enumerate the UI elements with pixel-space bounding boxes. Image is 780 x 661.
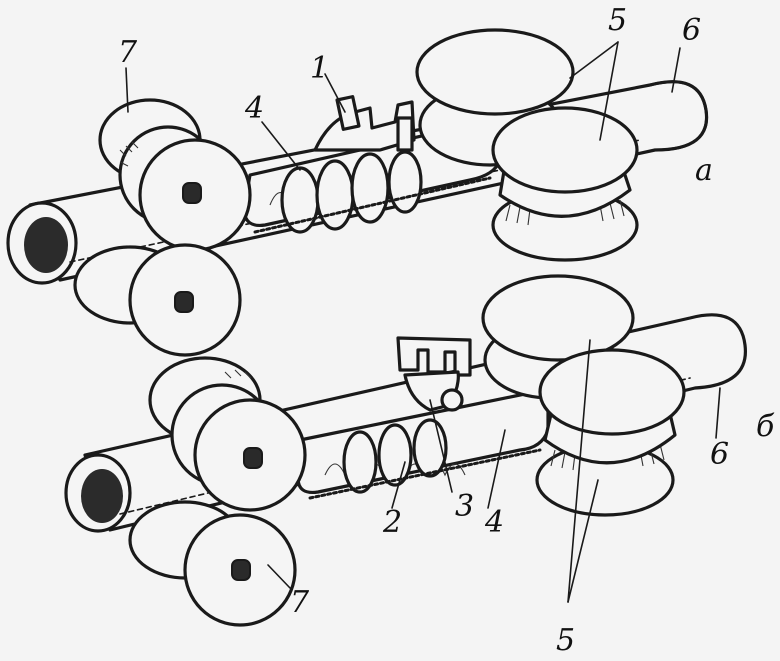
assembly-b <box>64 274 747 627</box>
label-part-7-bottom: 7 <box>290 585 310 620</box>
label-part-4-top: 4 <box>244 91 264 126</box>
label-part-1: 1 <box>310 51 329 86</box>
roller-bottom-7-lower <box>128 500 297 627</box>
label-part-3: 3 <box>455 489 474 524</box>
label-part-5-top: 5 <box>608 3 627 38</box>
tool-holder-top <box>313 95 416 152</box>
label-part-4-bottom: 4 <box>484 505 504 540</box>
label-view-a: а <box>695 153 713 188</box>
roller-top-7-lower <box>73 243 242 357</box>
axle-top-lower <box>174 291 194 313</box>
axle-bottom-upper <box>243 447 263 469</box>
roller-top-5-front <box>491 106 639 262</box>
roller-top-7-upper <box>98 98 252 252</box>
pipe-bottom-bore <box>81 469 123 523</box>
assembly-a <box>6 28 709 357</box>
roller-bottom-5-front <box>535 348 686 517</box>
label-part-2: 2 <box>382 505 402 540</box>
label-view-b: б <box>756 409 775 444</box>
comb-tool-bottom <box>396 336 472 412</box>
label-part-5-bottom: 5 <box>556 623 575 658</box>
part-labels: 1 4 7 5 6 а 2 3 4 6 б 7 5 <box>118 3 775 658</box>
pipe-top-end <box>648 80 709 152</box>
label-part-7-top: 7 <box>118 35 138 70</box>
leader-lines <box>125 41 721 603</box>
label-part-6-bottom: 6 <box>710 437 729 472</box>
axle-bottom-lower <box>231 559 251 581</box>
label-part-6-top: 6 <box>682 13 701 48</box>
roller-bottom-7-upper <box>148 356 307 512</box>
pipe-top-bore <box>24 217 68 273</box>
helical-strip-bottom <box>296 392 550 500</box>
axle-top-upper <box>182 182 202 204</box>
roller-bottom-5-back <box>481 274 635 400</box>
